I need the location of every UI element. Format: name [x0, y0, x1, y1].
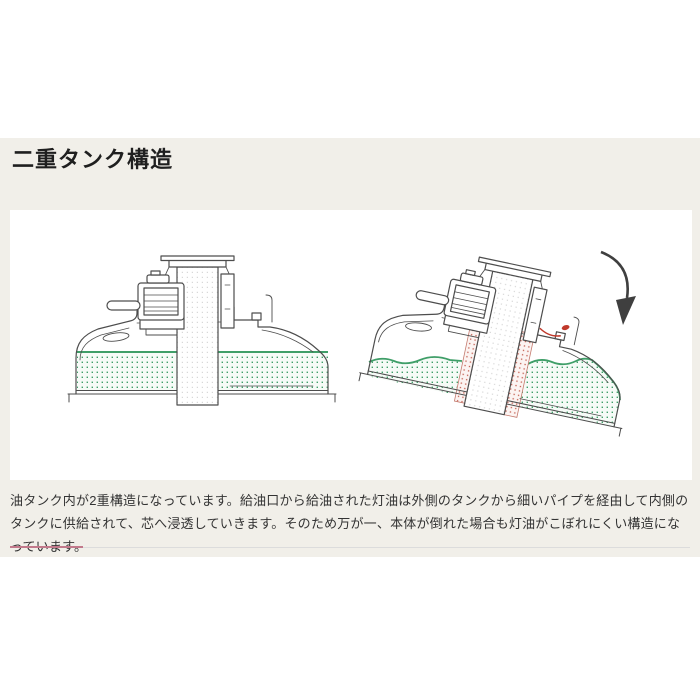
divider-accent [10, 546, 83, 548]
upright-heater-diagram [67, 255, 337, 406]
tank-structure-figure [67, 237, 652, 440]
diagram-panel [10, 210, 692, 480]
divider-line [10, 547, 690, 548]
fuel-drop-red-mark [561, 324, 570, 331]
kerosene-wave-line-left [368, 356, 463, 365]
tilted-heater-diagram [356, 237, 652, 440]
kerosene-pool-right [519, 358, 620, 426]
double-tank-section: 二重タンク構造 [0, 138, 700, 557]
section-heading: 二重タンク構造 [12, 147, 174, 172]
tilt-arrow-icon [600, 250, 636, 325]
fuel-flow-red-mark [539, 327, 561, 337]
